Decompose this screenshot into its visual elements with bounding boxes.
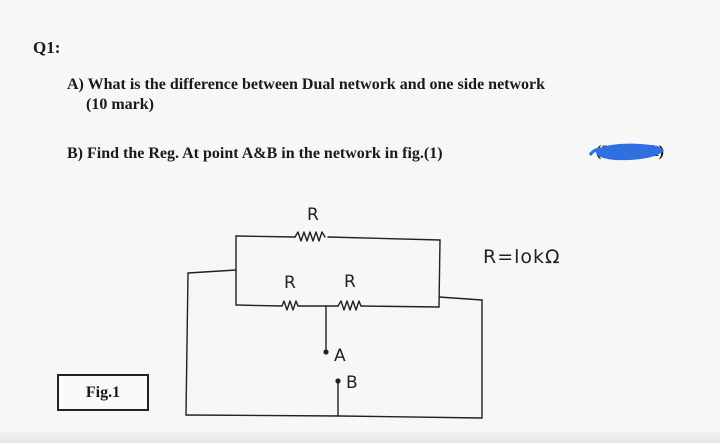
resistor-top-zigzag	[294, 231, 326, 242]
node-a-dot	[323, 349, 329, 355]
part-a-text: A) What is the difference between Dual n…	[67, 76, 546, 93]
inner-top-wire-right	[327, 236, 441, 241]
node-b-label: B	[346, 373, 358, 393]
outer-top-wire-right	[438, 296, 483, 301]
outer-left-wire	[185, 272, 189, 416]
inner-right-wire	[438, 239, 441, 308]
resistor-right-zigzag	[337, 300, 362, 311]
node-a-label: A	[334, 346, 346, 366]
resistor-left-zigzag	[281, 300, 299, 311]
outer-top-wire-left	[187, 269, 237, 274]
question-title: Q1:	[33, 38, 61, 57]
part-b-text: B) Find the Reg. At point A&B in the net…	[67, 145, 443, 162]
part-a: A) What is the difference between Dual n…	[67, 75, 545, 115]
figure-caption-text: Fig.1	[85, 383, 121, 401]
node-b-dot	[335, 378, 341, 384]
figure-caption: Fig.1	[57, 374, 149, 411]
redaction-blot	[588, 143, 664, 161]
outer-bottom-wire	[185, 414, 483, 419]
part-a-mark: (10 mark)	[86, 96, 154, 113]
resistance-note: R=lokΩ	[483, 246, 561, 268]
inner-bottom-wire-left	[235, 304, 283, 307]
resistor-left-label: R	[284, 273, 296, 293]
inner-bottom-wire-right	[360, 305, 440, 308]
inner-top-wire-left	[235, 235, 296, 238]
resistor-top-label: R	[307, 205, 319, 225]
page-bottom-edge	[0, 432, 720, 443]
resistor-right-label: R	[344, 272, 356, 292]
